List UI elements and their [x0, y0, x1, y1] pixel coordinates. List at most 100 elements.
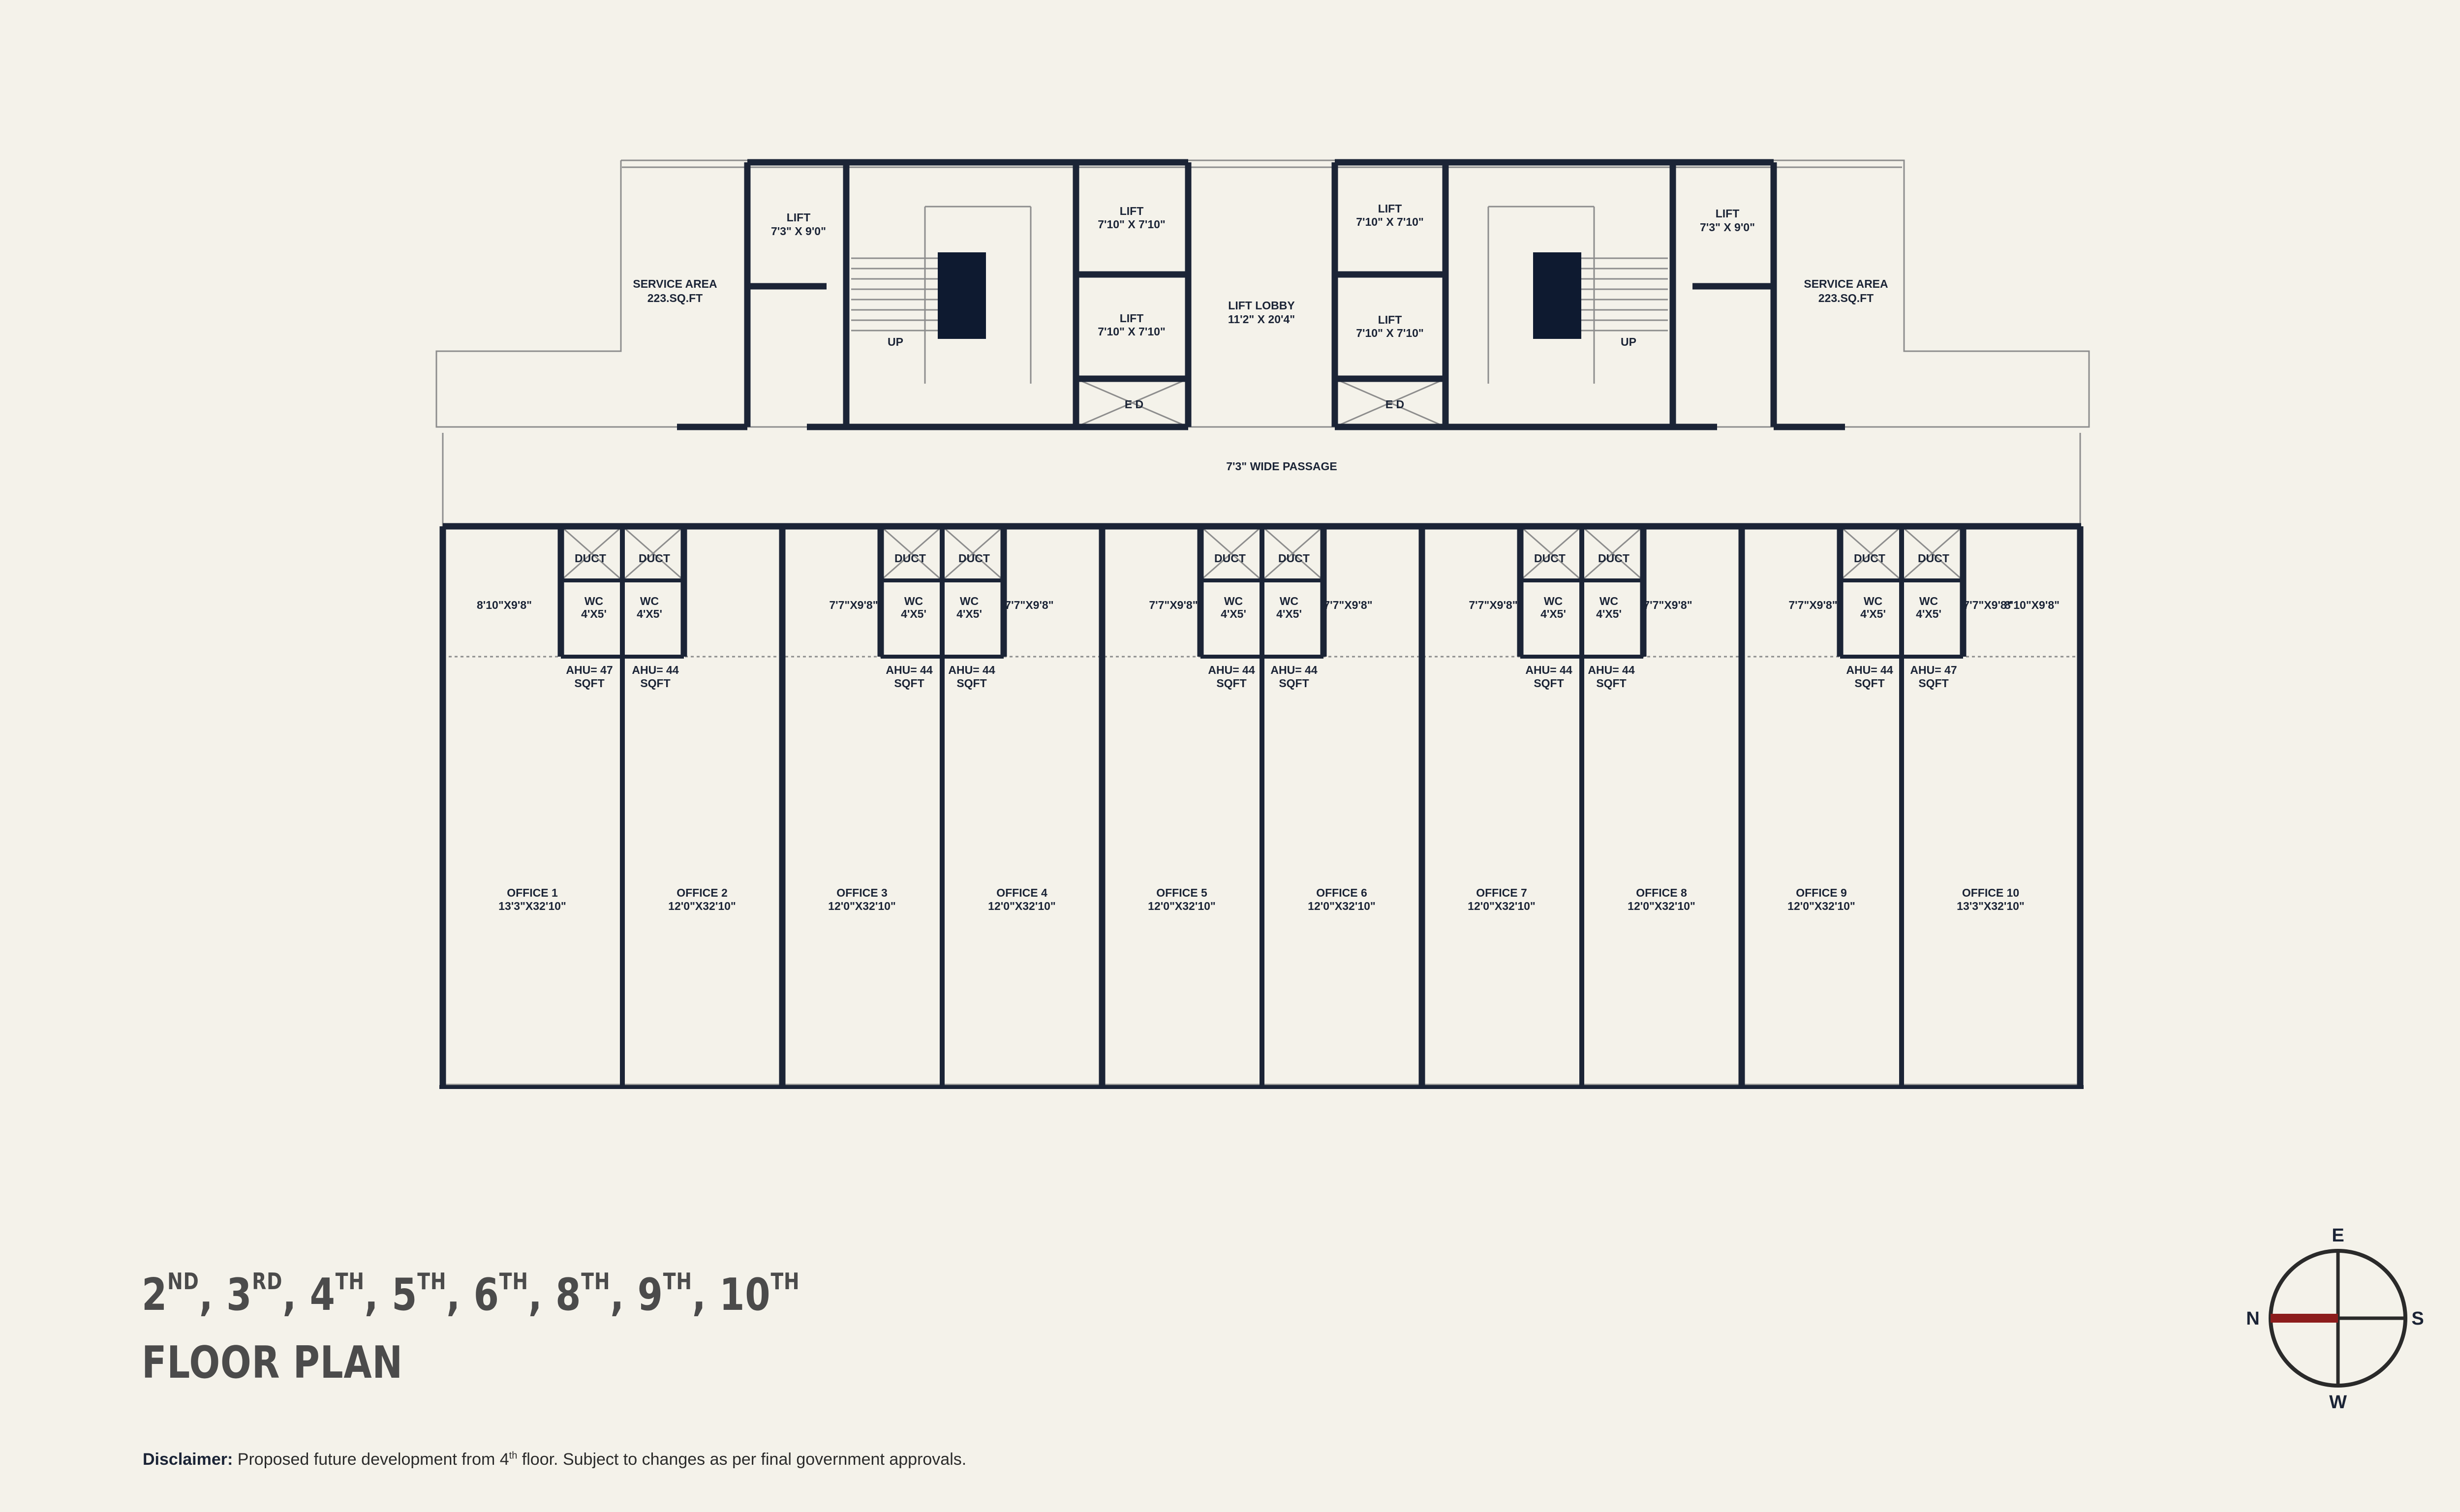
floor-separator: , — [692, 1269, 720, 1321]
duct-label: DUCT — [1854, 552, 1885, 565]
office-size-label: 12'0"X32'10" — [828, 900, 896, 912]
office-name-label: OFFICE 4 — [996, 886, 1047, 899]
ahu-sqft-label: SQFT — [1596, 677, 1626, 690]
wc-size: 4'X5' — [637, 607, 662, 620]
service-area-size-right: 223.SQ.FT — [1818, 292, 1874, 304]
wc-size: 4'X5' — [1276, 607, 1302, 620]
floor-suffix: TH — [770, 1268, 800, 1295]
wc-size: 4'X5' — [1596, 607, 1622, 620]
ahu-sqft-label: SQFT — [956, 677, 986, 690]
stair-shaft-right — [1533, 252, 1581, 339]
floor-suffix: TH — [663, 1268, 692, 1295]
office-size-label: 12'0"X32'10" — [1787, 900, 1855, 912]
ahu-label: AHU= 44 — [632, 664, 678, 676]
balcony-size-label: 7'7"X9'8" — [1005, 599, 1053, 611]
floor-plan-title: FLOOR PLAN — [142, 1337, 403, 1389]
wc-size: 4'X5' — [581, 607, 607, 620]
ahu-label: AHU= 44 — [1208, 664, 1255, 676]
floor-suffix: TH — [417, 1268, 447, 1295]
duct-label: DUCT — [1598, 552, 1630, 565]
ahu-sqft-label: SQFT — [574, 677, 604, 690]
ed-label: E D — [1125, 398, 1143, 411]
ahu-sqft-label: SQFT — [1216, 677, 1246, 690]
office-name-label: OFFICE 10 — [1962, 886, 2019, 899]
office-size-label: 12'0"X32'10" — [1148, 900, 1216, 912]
service-area-label-right: SERVICE AREA — [1804, 277, 1888, 290]
lift-label: LIFT — [787, 211, 811, 224]
duct-cross — [1901, 525, 1964, 581]
balcony-size-label: 7'7"X9'8" — [1469, 599, 1517, 611]
balcony-size-label: 7'7"X9'8" — [1643, 599, 1692, 611]
wc-label: WC — [584, 595, 603, 607]
balcony-size-label: 7'7"X9'8" — [1963, 599, 2012, 611]
duct-label: DUCT — [1214, 552, 1246, 565]
floor-number: 2ND — [142, 1268, 199, 1321]
balcony-size-label: 7'7"X9'8" — [1788, 599, 1837, 611]
wc-label: WC — [1280, 595, 1298, 607]
lift-size: 7'10" X 7'10" — [1098, 218, 1166, 231]
duct-cross — [880, 525, 943, 581]
compass-north-label: N — [2246, 1308, 2259, 1329]
compass-west-label: W — [2329, 1392, 2347, 1413]
ahu-sqft-label: SQFT — [894, 677, 924, 690]
ed-cross — [1334, 378, 1446, 428]
office-name-label: OFFICE 1 — [507, 886, 558, 899]
lift-size: 7'3" X 9'0" — [1700, 221, 1755, 234]
floor-number: 6TH — [473, 1268, 528, 1321]
duct-cross — [1200, 525, 1262, 581]
floor-suffix: TH — [581, 1268, 611, 1295]
ahu-label: AHU= 44 — [886, 664, 932, 676]
office-name-label: OFFICE 2 — [676, 886, 728, 899]
lift-label: LIFT — [1120, 205, 1144, 217]
duct-cross — [622, 525, 684, 581]
wc-size: 4'X5' — [956, 607, 982, 620]
office-name-label: OFFICE 7 — [1476, 886, 1527, 899]
lift-size: 7'3" X 9'0" — [771, 225, 826, 238]
ahu-label: AHU= 44 — [1270, 664, 1317, 676]
office-size-label: 13'3"X32'10" — [1957, 900, 2025, 912]
floor-number: 8TH — [555, 1268, 611, 1321]
floor-separator: , — [446, 1269, 474, 1321]
floor-separator: , — [282, 1269, 310, 1321]
floor-suffix: TH — [335, 1268, 365, 1295]
ahu-label: AHU= 44 — [948, 664, 995, 676]
lift-size: 7'10" X 7'10" — [1098, 325, 1166, 338]
duct-cross — [1840, 525, 1902, 581]
disclaimer: Disclaimer: Proposed future development … — [143, 1450, 966, 1469]
compass-south-label: S — [2411, 1308, 2424, 1329]
office-size-label: 12'0"X32'10" — [1308, 900, 1376, 912]
stair-shaft-left — [938, 252, 986, 339]
wc-label: WC — [1224, 595, 1243, 607]
service-area-size-left: 223.SQ.FT — [647, 292, 703, 304]
lift-lobby-label: LIFT LOBBY — [1228, 299, 1294, 312]
disclaimer-label: Disclaimer: — [143, 1450, 233, 1469]
lift-size: 7'10" X 7'10" — [1356, 327, 1424, 339]
floor-suffix: ND — [167, 1268, 199, 1295]
disclaimer-text-2: floor. Subject to changes as per final g… — [517, 1450, 967, 1469]
disclaimer-text-1: Proposed future development from 4 — [237, 1450, 509, 1469]
duct-cross — [1581, 525, 1644, 581]
floor-separator: , — [199, 1269, 227, 1321]
ahu-sqft-label: SQFT — [640, 677, 670, 690]
duct-label: DUCT — [1918, 552, 1949, 565]
ed-label: E D — [1385, 398, 1404, 411]
balcony-size-label: 7'7"X9'8" — [1149, 599, 1198, 611]
wc-label: WC — [1919, 595, 1938, 607]
wc-size: 4'X5' — [1860, 607, 1886, 620]
service-area-label-left: SERVICE AREA — [633, 277, 717, 290]
office-size-label: 12'0"X32'10" — [1628, 900, 1695, 912]
balcony-size-label: 8'10"X9'8" — [2004, 599, 2060, 611]
ahu-label: AHU= 44 — [1525, 664, 1572, 676]
balcony-size-label: 7'7"X9'8" — [1323, 599, 1372, 611]
floor-numbers-title: 2ND, 3RD, 4TH, 5TH, 6TH, 8TH, 9TH, 10TH — [142, 1268, 800, 1321]
duct-label: DUCT — [894, 552, 926, 565]
ahu-label: AHU= 44 — [1846, 664, 1893, 676]
floor-number: 9TH — [637, 1268, 692, 1321]
wc-label: WC — [640, 595, 659, 607]
lift-lobby-size: 11'2" X 20'4" — [1228, 313, 1295, 326]
wc-label: WC — [1864, 595, 1882, 607]
wc-label: WC — [1544, 595, 1563, 607]
duct-cross — [560, 525, 623, 581]
